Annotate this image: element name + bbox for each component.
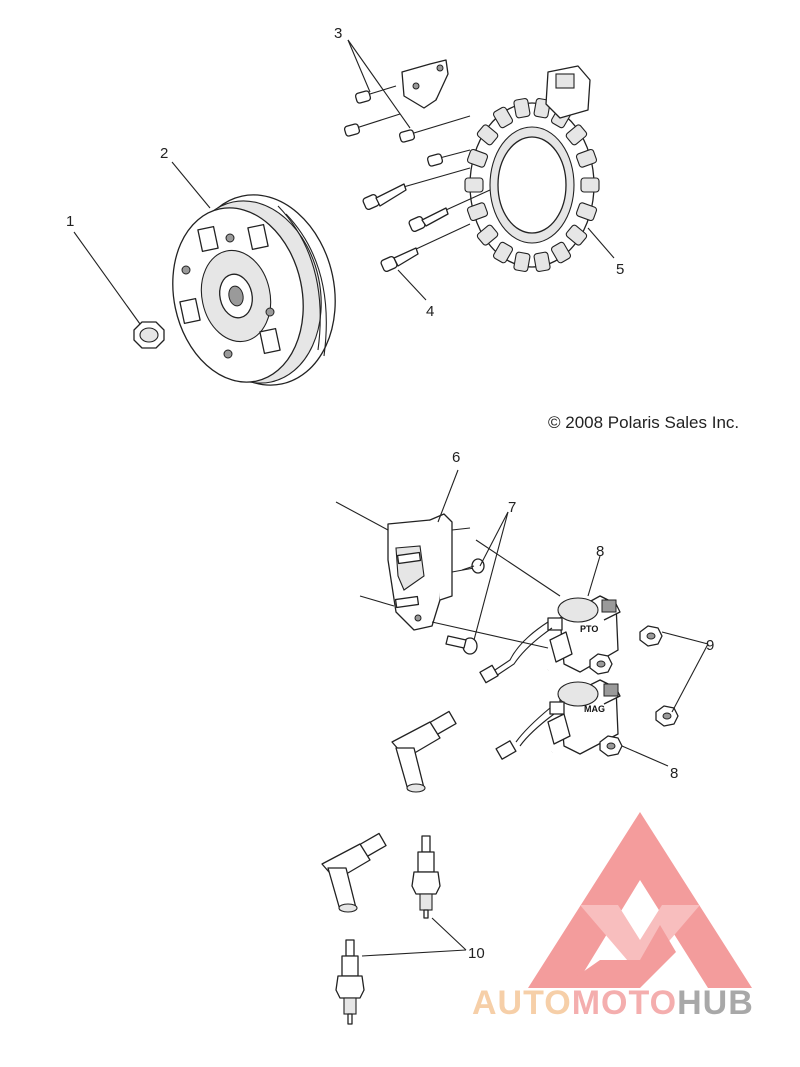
watermark-inner-shape	[580, 905, 700, 975]
stator-tooth	[565, 224, 588, 246]
callout-6: 6	[452, 449, 460, 466]
ignition-coil-mag: MAG	[547, 679, 621, 755]
watermark-text: AUTOMOTOHUB	[472, 984, 754, 1022]
watermark-text-auto: AUTO	[472, 984, 572, 1022]
nut	[639, 625, 663, 647]
screw	[426, 149, 471, 167]
callout-9: 9	[706, 637, 714, 654]
copyright-notice: © 2008 Polaris Sales Inc.	[548, 413, 739, 432]
coil-wires	[479, 621, 555, 760]
flywheel	[172, 194, 336, 386]
bracket-screws	[445, 558, 485, 655]
callout-10: 10	[468, 945, 485, 962]
screw	[398, 115, 471, 143]
pickup-sensor	[401, 59, 449, 109]
callout-5: 5	[616, 261, 624, 278]
stator-tooth	[466, 148, 489, 168]
stator-tooth	[575, 202, 598, 222]
screw	[362, 167, 471, 211]
screw	[445, 635, 478, 655]
coil-label-mag: MAG	[584, 704, 605, 714]
ignition-coil-pto: PTO	[547, 595, 621, 673]
callout-8-mag: 8	[670, 765, 678, 782]
coil-label-pto: PTO	[580, 624, 598, 634]
spark-plug-lower	[335, 939, 365, 1025]
screw	[461, 558, 485, 574]
stator-tooth	[513, 251, 531, 272]
callouts: 1 2 3 4 5 6 7 8 9 8 10	[66, 25, 714, 962]
callout-7: 7	[508, 499, 516, 516]
ht-lead-mag	[321, 750, 553, 913]
flywheel-nut	[133, 321, 165, 349]
stator-tooth	[492, 106, 514, 129]
nut	[655, 705, 679, 727]
watermark-g-shape	[560, 925, 676, 988]
callout-3: 3	[334, 25, 342, 42]
callout-8-pto: 8	[596, 543, 604, 560]
stator-tooth	[550, 241, 572, 264]
stator-tooth	[492, 241, 514, 264]
watermark-text-hub: HUB	[677, 984, 754, 1022]
stator-tooth	[513, 98, 531, 119]
screw	[380, 223, 471, 273]
stator-tooth	[533, 251, 551, 272]
screws	[343, 85, 491, 273]
ht-lead-pto	[391, 668, 549, 793]
screw	[408, 189, 491, 233]
watermark-triangle-shape	[528, 812, 752, 988]
stator-tooth	[575, 148, 598, 168]
leader-lines	[73, 39, 709, 957]
stator-tooth	[466, 202, 489, 222]
callout-4: 4	[426, 303, 434, 320]
screw	[343, 113, 401, 137]
stator-tooth	[464, 177, 484, 193]
watermark-logo: AUTOMOTOHUB	[472, 812, 754, 1022]
spark-plug-upper	[411, 835, 441, 919]
callout-2: 2	[160, 145, 168, 162]
screw	[354, 85, 397, 104]
watermark-text-moto: MOTO	[572, 984, 677, 1022]
nut	[589, 653, 613, 675]
stator-tooth	[476, 124, 499, 146]
nut	[599, 735, 623, 757]
stator	[464, 65, 600, 272]
callout-1: 1	[66, 213, 74, 230]
stator-tooth	[580, 177, 600, 193]
stator-tooth	[476, 224, 499, 246]
stator-tooth	[565, 124, 588, 146]
ignition-bracket	[387, 513, 475, 631]
